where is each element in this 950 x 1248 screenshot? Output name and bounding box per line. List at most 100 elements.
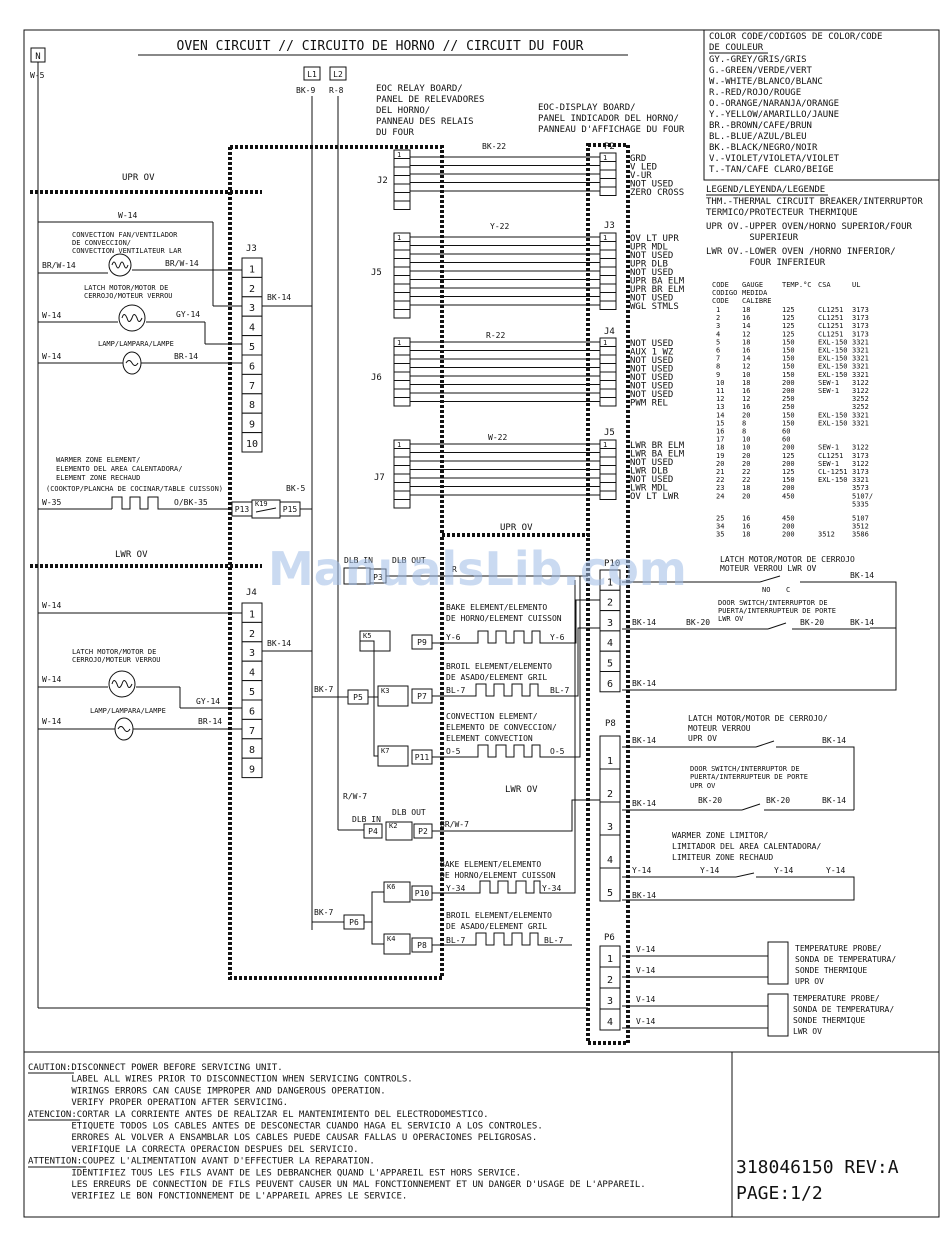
display-pin-label: NOT USED <box>630 390 673 400</box>
color-code-line: DE COULEUR <box>709 43 764 53</box>
display-board-line: EOC-DISPLAY BOARD/ <box>538 103 636 113</box>
display-connector-pin <box>599 371 617 381</box>
right-wire-label: BK-14 <box>822 736 846 745</box>
legend-line: LEGEND/LEYENDA/LEGENDE <box>706 185 825 195</box>
gauge-cell: 125 <box>782 330 795 338</box>
display-pin-label: OV LT LWR <box>630 492 679 502</box>
relay-connector-pin <box>393 380 411 390</box>
gauge-cell: 3173 <box>852 322 869 330</box>
relay-connector-pin <box>393 499 411 509</box>
gauge-cell: 12 <box>742 330 750 338</box>
gauge-cell: 18 <box>742 306 750 314</box>
gauge-cell: 150 <box>782 355 795 363</box>
right-wire-label: Y-14 <box>774 866 793 875</box>
gauge-cell: 3252 <box>852 403 869 411</box>
color-code-line: O.-ORANGE/NARANJA/ORANGE <box>709 99 839 109</box>
neutral-label: N <box>35 52 40 62</box>
j4-bk14-label: BK-14 <box>267 639 291 648</box>
disp-j5-label: J5 <box>604 428 615 438</box>
gauge-cell: 4 <box>716 330 720 338</box>
k3-label: K3 <box>381 687 389 695</box>
display-pin-label: NOT USED <box>630 365 673 375</box>
bake-lower-label: DE HORNO/ELEMENT CUISSON <box>440 871 556 880</box>
legend-line: SUPERIEUR <box>706 233 799 243</box>
gauge-header: CODIGO <box>712 289 737 297</box>
right-wire-label: Y-14 <box>826 866 845 875</box>
display-pin-label: PWM REL <box>630 399 668 409</box>
right-label: UPR OV <box>688 734 717 743</box>
relay-board-line: DU FOUR <box>376 128 415 138</box>
gauge-cell: 3573 <box>852 484 869 492</box>
gauge-cell: 10 <box>742 436 750 444</box>
sheet-border <box>23 29 940 1218</box>
warmer-zone-element: WARMER ZONE ELEMENT/ ELEMENTO DEL AREA C… <box>38 456 312 519</box>
warmer-label: WARMER ZONE ELEMENT/ <box>56 456 140 464</box>
gauge-cell: 10 <box>742 371 750 379</box>
bake-upper-label: DE HORNO/ELEMENT CUISSON <box>446 614 562 623</box>
p11-label: P11 <box>415 753 430 762</box>
gauge-cell: 17 <box>716 436 724 444</box>
pin-one-marker: 1 <box>603 339 607 347</box>
display-connector-pin <box>599 388 617 398</box>
right-wire-label: BK-14 <box>850 571 874 580</box>
gauge-cell: 450 <box>782 492 795 500</box>
pin-number: 6 <box>607 679 613 690</box>
display-connector-pin <box>599 300 617 310</box>
gauge-cell: SEW-1 <box>818 460 839 468</box>
gauge-cell: 200 <box>782 531 795 539</box>
j4-pin1-wire-label: W-14 <box>42 601 61 610</box>
right-wire-label: Y-14 <box>632 866 651 875</box>
upper-latch-door-circuit: LATCH MOTOR/MOTOR DE CERROJO/ MOTEUR VER… <box>622 714 855 811</box>
bake-lower-wire-label: Y-34 <box>542 884 561 893</box>
p15-label: P15 <box>283 505 298 514</box>
relay-connector-pin <box>393 473 411 483</box>
broil-lower-label: BROIL ELEMENT/ELEMENTO <box>446 911 552 920</box>
latch-label: LATCH MOTOR/MOTOR DE <box>72 648 156 656</box>
p9-plug <box>411 634 433 650</box>
bk7-upper-label: BK-7 <box>314 685 333 694</box>
gauge-cell: 125 <box>782 314 795 322</box>
gauge-cell: 125 <box>782 306 795 314</box>
p4-plug <box>363 823 383 839</box>
latch-label: CERROJO/MOTEUR VERROU <box>84 292 173 300</box>
display-connector-pin <box>599 456 617 466</box>
gauge-cell: 16 <box>742 387 750 395</box>
display-pin-label: V-UR <box>630 171 652 181</box>
gauge-cell: 22 <box>742 468 750 476</box>
part-number: 318046150 REV:A <box>736 1157 899 1178</box>
p8-connector-label: P8 <box>605 719 616 729</box>
relay-connector-pin <box>393 241 411 251</box>
page-number: PAGE:1/2 <box>736 1183 823 1204</box>
gauge-cell: 150 <box>782 476 795 484</box>
pin-number: 1 <box>607 577 613 588</box>
dlb-lwr-wire <box>432 799 600 832</box>
latch-motor-icon <box>118 304 146 332</box>
pin-number: 1 <box>607 954 613 965</box>
pin-number: 6 <box>249 706 255 717</box>
lamp-filament <box>117 726 131 732</box>
gauge-cell: 16 <box>716 428 724 436</box>
relay-connector-pin <box>393 258 411 268</box>
display-pin-label: UPR BR ELM <box>630 285 685 295</box>
j3-label: J3 <box>246 244 257 254</box>
bake-lower-label: BAKE ELEMENT/ELEMENTO <box>440 860 541 869</box>
gauge-cell: 3321 <box>852 363 869 371</box>
display-pin-label: NOT USED <box>630 294 673 304</box>
gauge-cell: 21 <box>716 468 724 476</box>
gauge-cell: CL1251 <box>818 314 843 322</box>
right-wire-label: Y-14 <box>700 866 719 875</box>
temperature-probes: V-14 V-14 TEMPERATURE PROBE/ SONDA DE TE… <box>622 941 896 1037</box>
display-pin-label: WGL STMLS <box>630 302 679 312</box>
right-label: TEMPERATURE PROBE/ <box>793 994 880 1003</box>
gauge-cell: 200 <box>782 387 795 395</box>
broil-lower-wire-label: BL-7 <box>544 936 563 945</box>
l1-label: L1 <box>307 70 317 79</box>
gauge-cell: 5335 <box>852 500 869 508</box>
latch-upr-switch <box>755 740 775 748</box>
right-label: SONDE THERMIQUE <box>795 966 867 975</box>
upr-ov-section-label: UPR OV <box>500 523 533 533</box>
gauge-cell: 3173 <box>852 468 869 476</box>
right-label: MOTEUR VERROU LWR OV <box>720 564 817 573</box>
